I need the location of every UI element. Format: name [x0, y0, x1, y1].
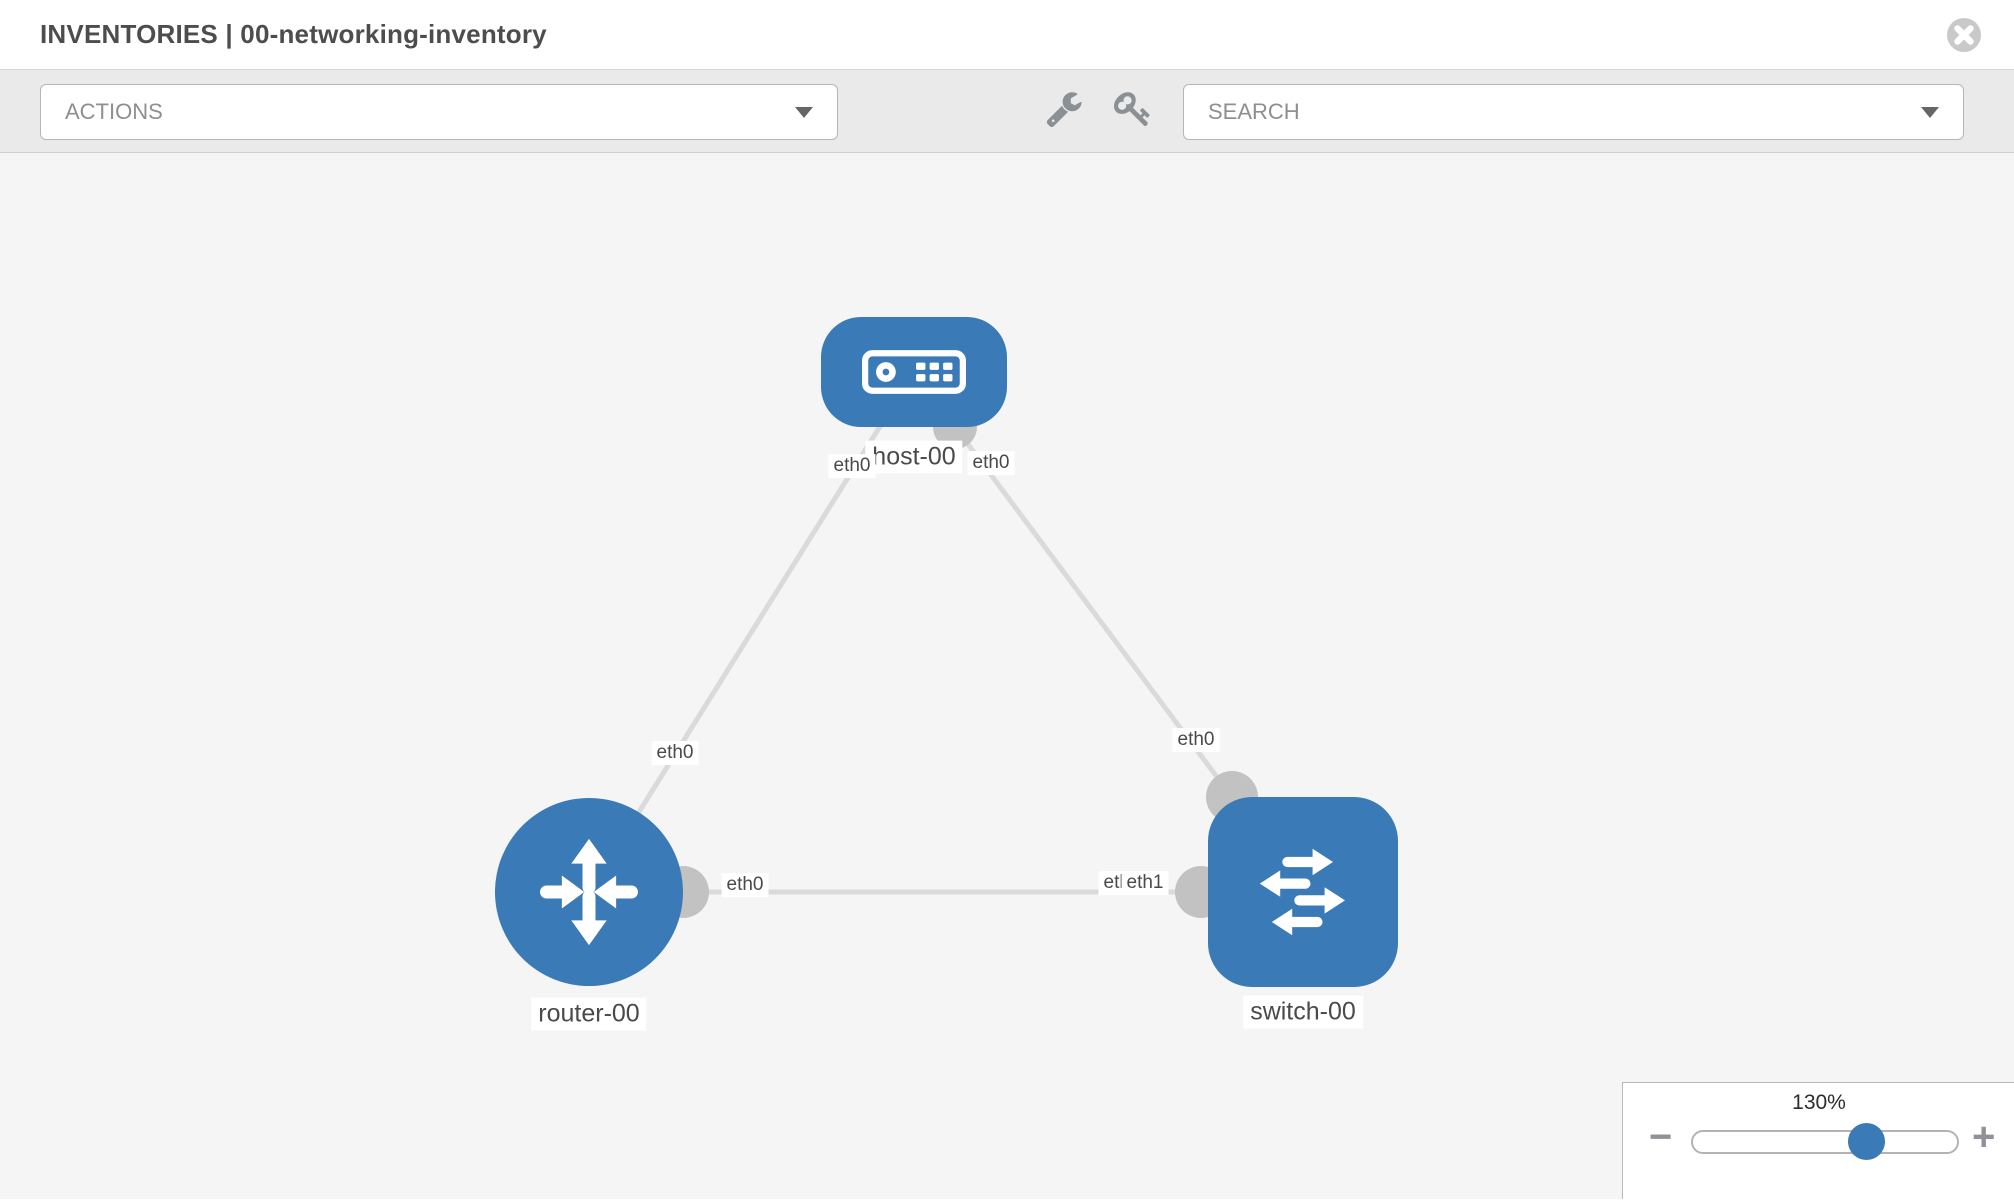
if-label-host-to-switch: eth0	[967, 451, 1015, 475]
node-router-00[interactable]	[495, 798, 683, 986]
close-button[interactable]	[1944, 15, 1984, 55]
zoom-slider-knob[interactable]	[1848, 1123, 1885, 1160]
node-label-switch: switch-00	[1243, 995, 1363, 1029]
close-icon	[1947, 17, 1981, 52]
node-label-router: router-00	[531, 997, 647, 1031]
if-label-switch-to-router: eth1	[1121, 871, 1169, 895]
chevron-down-icon	[1921, 106, 1939, 118]
actions-dropdown-label: ACTIONS	[65, 99, 163, 124]
zoom-slider[interactable]	[1691, 1123, 1959, 1160]
search-dropdown[interactable]: SEARCH	[1183, 84, 1964, 140]
chevron-down-icon	[795, 106, 813, 118]
page-title: INVENTORIES | 00-networking-inventory	[40, 19, 547, 49]
topology-canvas[interactable]: host-00 router-00 switch-00 eth0 eth0 et…	[0, 153, 2014, 1199]
zoom-level-value: 130%	[1792, 1091, 1846, 1114]
credentials-button[interactable]	[1114, 90, 1152, 133]
wrench-icon	[1046, 92, 1082, 128]
router-icon	[540, 838, 638, 946]
key-icon	[1114, 92, 1150, 126]
node-host-00[interactable]	[821, 317, 1007, 427]
node-label-host: host-00	[865, 440, 963, 474]
host-icon	[862, 350, 966, 394]
if-label-router-to-host: eth0	[651, 741, 699, 765]
topology-links	[586, 370, 1306, 918]
header: INVENTORIES | 00-networking-inventory	[0, 0, 2014, 70]
if-label-host-to-router: eth0	[828, 454, 876, 478]
search-dropdown-label: SEARCH	[1208, 99, 1300, 124]
toolbar: ACTIONS SEARCH	[0, 70, 2014, 153]
zoom-panel: 130% − +	[1622, 1082, 2014, 1199]
zoom-in-button[interactable]: +	[1972, 1115, 1996, 1159]
switch-icon	[1259, 848, 1345, 936]
if-label-router-to-switch: eth0	[721, 873, 769, 897]
configure-button[interactable]	[1045, 90, 1083, 133]
if-label-switch-to-host: eth0	[1172, 728, 1220, 752]
zoom-out-button[interactable]: −	[1649, 1115, 1673, 1159]
node-switch-00[interactable]	[1208, 797, 1398, 987]
actions-dropdown[interactable]: ACTIONS	[40, 84, 838, 140]
